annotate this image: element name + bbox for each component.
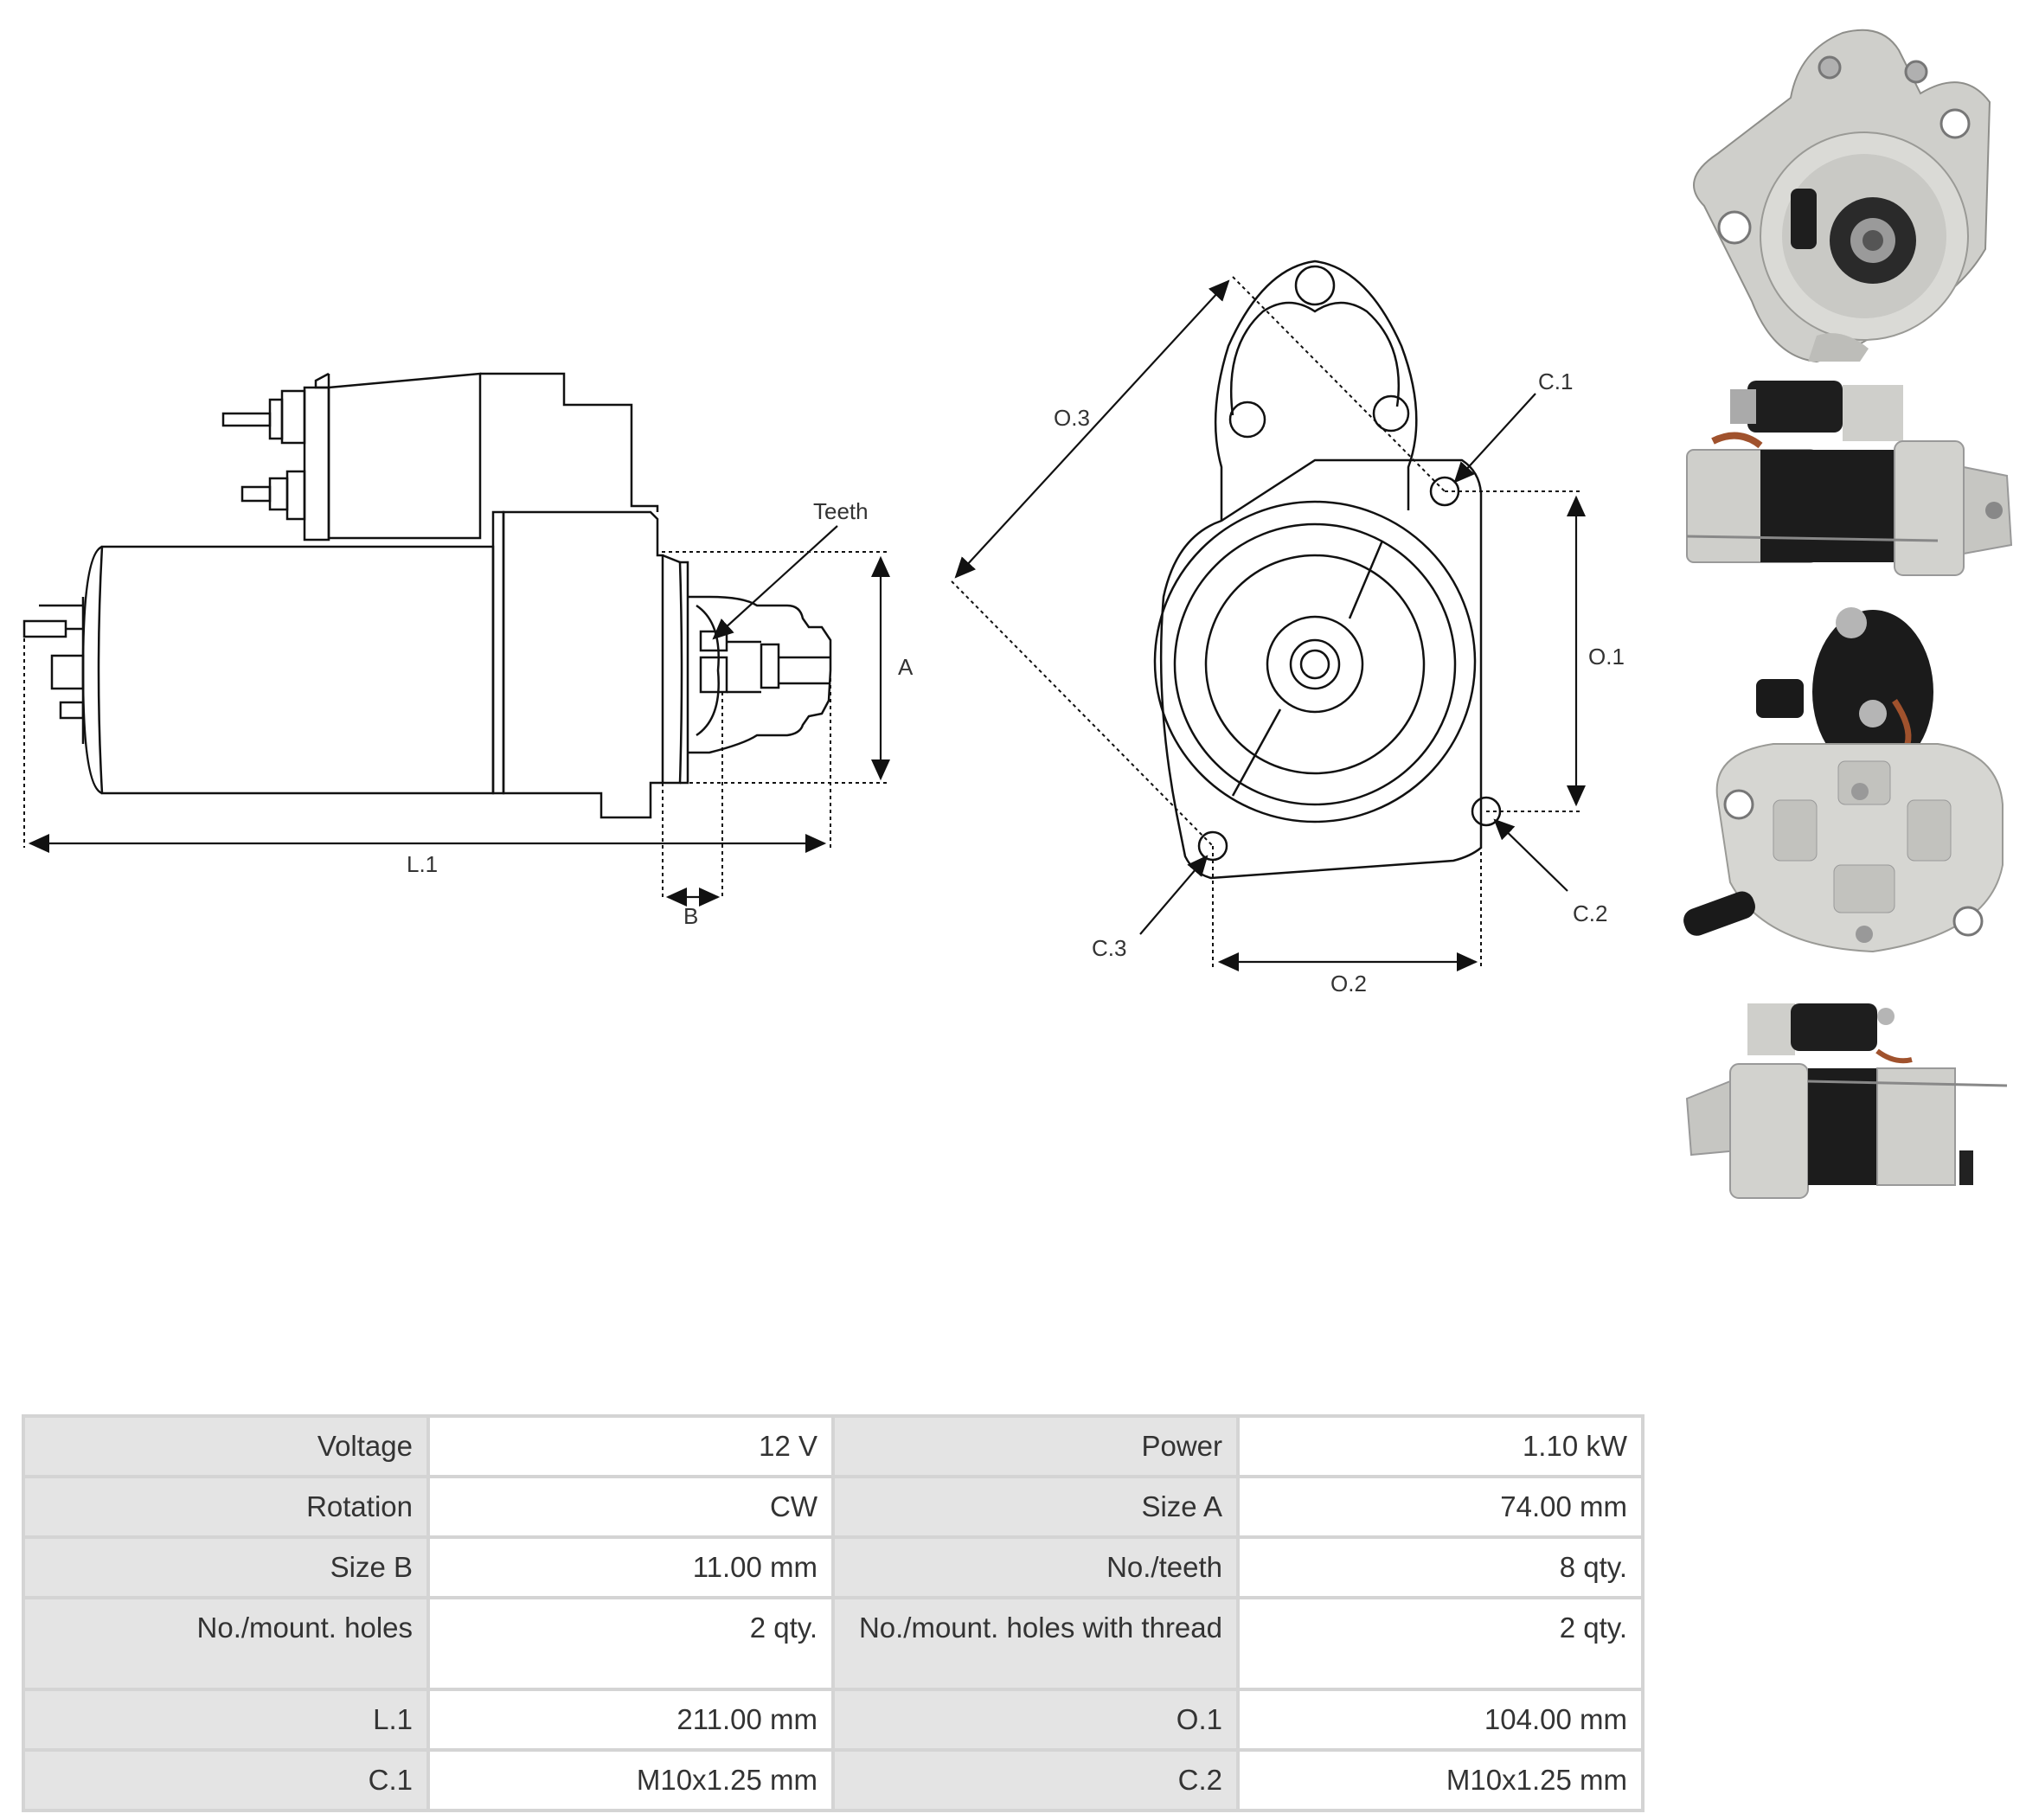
- dim-o3-label: O.3: [1054, 405, 1090, 431]
- side-view-drawing: Teeth A L.1 B: [22, 372, 914, 929]
- front-view-drawing: O.3 C.1 O.1 C.2 C.3 O.2: [951, 260, 1625, 997]
- side-photo: [1686, 381, 2013, 576]
- spec-label: L.1: [22, 1688, 430, 1752]
- dim-c1-label: C.1: [1538, 368, 1573, 394]
- specs-table: Voltage 12 V Power 1.10 kW Rotation CW S…: [22, 1414, 1645, 1812]
- spec-value: 8 qty.: [1236, 1535, 1645, 1599]
- spec-value: 74.00 mm: [1236, 1475, 1645, 1539]
- mounting-flange: [1159, 458, 1483, 880]
- spec-value: 104.00 mm: [1236, 1688, 1645, 1752]
- table-row: L.1 211.00 mm O.1 104.00 mm: [22, 1688, 1645, 1752]
- spec-value: 11.00 mm: [426, 1535, 835, 1599]
- spec-label: No./mount. holes with thread: [831, 1596, 1240, 1691]
- teeth-label: Teeth: [813, 498, 869, 524]
- mount-ear: [1214, 260, 1418, 521]
- motor-body: [97, 545, 495, 795]
- table-row: No./mount. holes 2 qty. No./mount. holes…: [22, 1596, 1645, 1691]
- spec-value: 2 qty.: [426, 1596, 835, 1691]
- dim-c2-label: C.2: [1573, 900, 1607, 926]
- spec-label: O.1: [831, 1688, 1240, 1752]
- spec-value: CW: [426, 1475, 835, 1539]
- dim-b-label: B: [683, 903, 698, 929]
- rear-photo: [1683, 607, 2004, 953]
- spec-label: C.2: [831, 1748, 1240, 1812]
- side-photo-2: [1685, 1003, 2008, 1199]
- front-photo: [1693, 29, 1991, 363]
- table-row: Size B 11.00 mm No./teeth 8 qty.: [22, 1535, 1645, 1599]
- spec-value: M10x1.25 mm: [426, 1748, 835, 1812]
- table-row: Voltage 12 V Power 1.10 kW: [22, 1414, 1645, 1478]
- spec-label: Power: [831, 1414, 1240, 1478]
- table-row: Rotation CW Size A 74.00 mm: [22, 1475, 1645, 1539]
- spec-label: No./mount. holes: [22, 1596, 430, 1691]
- dim-a-label: A: [898, 654, 914, 680]
- solenoid-body: [314, 372, 482, 540]
- housing-outer: [1153, 500, 1477, 823]
- spec-label: C.1: [22, 1748, 430, 1812]
- spec-label: Voltage: [22, 1414, 430, 1478]
- spec-value: 1.10 kW: [1236, 1414, 1645, 1478]
- dim-o2-label: O.2: [1330, 971, 1367, 997]
- spec-value: M10x1.25 mm: [1236, 1748, 1645, 1812]
- spec-label: Size B: [22, 1535, 430, 1599]
- spec-label: Rotation: [22, 1475, 430, 1539]
- spec-label: No./teeth: [831, 1535, 1240, 1599]
- table-row: C.1 M10x1.25 mm C.2 M10x1.25 mm: [22, 1748, 1645, 1812]
- spec-value: 2 qty.: [1236, 1596, 1645, 1691]
- spec-value: 211.00 mm: [426, 1688, 835, 1752]
- dim-c3-label: C.3: [1092, 935, 1126, 961]
- dim-l1-label: L.1: [407, 851, 438, 877]
- solenoid-cap: [303, 386, 330, 542]
- drive-housing: [502, 510, 664, 819]
- dim-o1-label: O.1: [1588, 644, 1625, 670]
- spec-label: Size A: [831, 1475, 1240, 1539]
- spec-value: 12 V: [426, 1414, 835, 1478]
